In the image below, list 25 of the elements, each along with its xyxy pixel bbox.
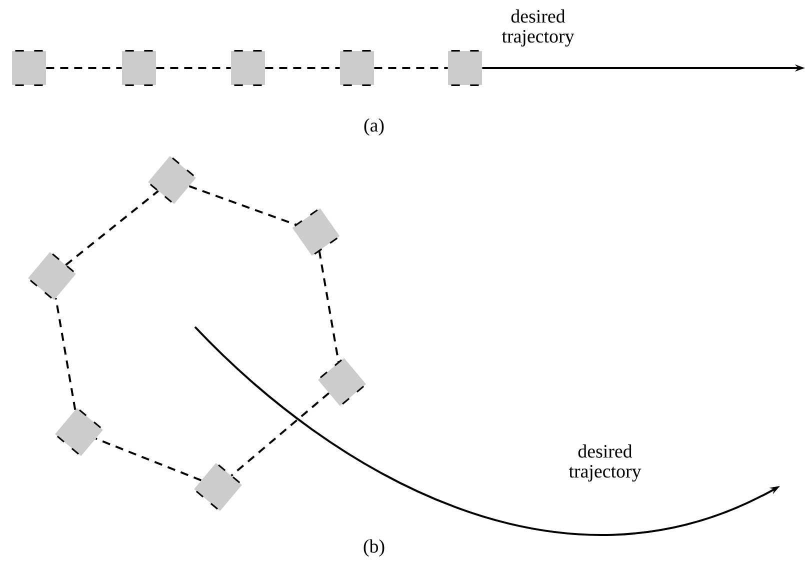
robot-box [122,50,156,86]
dashed-link [96,438,202,482]
dashed-link [265,67,340,69]
robot-box [340,50,374,86]
dashed-link [65,190,159,266]
dashed-link [54,298,76,410]
dashed-link [318,250,340,363]
robot-box [448,50,482,86]
panel-label: (b) [364,539,384,557]
robot-box [55,408,103,456]
panel-label: (a) [364,118,384,136]
robot-box [318,358,366,406]
dashed-link [230,392,330,476]
dashed-link [46,67,122,69]
robot-box [148,156,196,204]
dashed-link [188,185,297,226]
robot-box [12,50,46,86]
robot-box [194,463,242,511]
text-label: desired trajectory [502,9,574,47]
robot-box [28,252,76,300]
text-label: desired trajectory [568,444,642,482]
dashed-link [156,67,231,69]
robot-box [231,50,265,86]
robot-box [292,208,340,256]
dashed-link [374,67,448,69]
